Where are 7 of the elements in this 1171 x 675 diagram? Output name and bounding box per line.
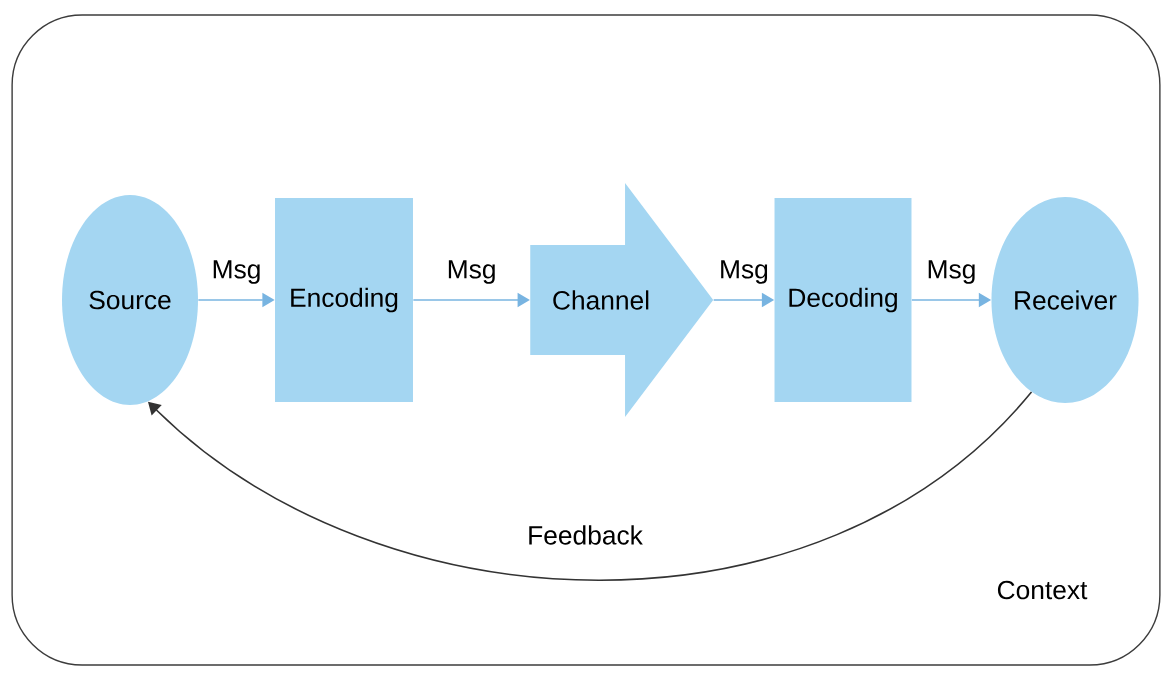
process-box: Encoding <box>275 198 413 402</box>
process-box: Decoding <box>774 198 912 402</box>
edge-label: Msg <box>209 258 264 286</box>
edge-label: Msg <box>717 258 771 286</box>
edge-label: Msg <box>924 258 979 286</box>
edge-label: Feedback <box>525 523 645 547</box>
edge-label: Msg <box>444 258 499 286</box>
